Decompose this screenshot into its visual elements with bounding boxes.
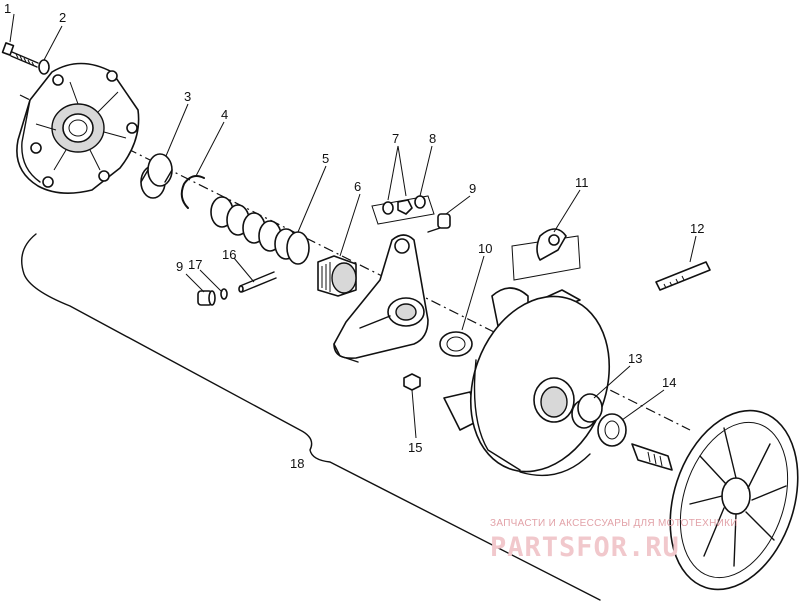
washer-part <box>38 59 50 75</box>
sheave-bushing-part <box>571 393 603 429</box>
roller-cap-part <box>197 290 216 306</box>
callout-7: 7 <box>392 131 399 146</box>
snap-ring-part <box>180 175 205 209</box>
callout-12: 12 <box>690 221 704 236</box>
moveable-sheave-part <box>443 287 611 477</box>
roller-arm-part <box>333 234 429 363</box>
watermark-logo: PARTSFOR.RU <box>490 532 680 563</box>
callout-10: 10 <box>478 241 492 256</box>
leader-lines <box>9 13 697 439</box>
callout-4: 4 <box>221 107 228 122</box>
long-bolt-part <box>655 261 711 291</box>
callout-11: 11 <box>575 175 589 190</box>
cover-plate-part <box>16 62 140 194</box>
callout-5: 5 <box>322 151 329 166</box>
callout-17: 17 <box>188 257 202 272</box>
callout-6: 6 <box>354 179 361 194</box>
callout-18: 18 <box>290 456 304 471</box>
cam-part <box>317 255 357 297</box>
callout-8: 8 <box>429 131 436 146</box>
callout-14: 14 <box>662 375 676 390</box>
thrust-washer-part <box>439 331 473 357</box>
bolt-part <box>1 42 39 68</box>
small-washer-part <box>220 288 228 300</box>
shim-part <box>511 228 581 281</box>
watermark-caption: ЗАПЧАСТИ И АКСЕССУАРЫ ДЛЯ МОТОТЕХНИКИ <box>490 518 738 529</box>
callout-2: 2 <box>59 10 66 25</box>
washer-set-part <box>371 195 435 225</box>
cap-part <box>427 213 451 233</box>
sheave-washer-part <box>597 413 627 447</box>
pin-part <box>238 271 277 293</box>
bushing-part <box>140 153 173 199</box>
callout-1: 1 <box>4 1 11 16</box>
callout-15: 15 <box>408 440 422 455</box>
callout-9-right: 9 <box>469 181 476 196</box>
callout-3: 3 <box>184 89 191 104</box>
callout-16: 16 <box>222 247 236 262</box>
callout-9-left: 9 <box>176 259 183 274</box>
nut-part <box>403 373 421 391</box>
assembly-bracket-line <box>21 233 601 601</box>
callout-13: 13 <box>628 351 642 366</box>
fixed-sheave-part <box>631 409 799 591</box>
spring-part <box>210 196 310 265</box>
